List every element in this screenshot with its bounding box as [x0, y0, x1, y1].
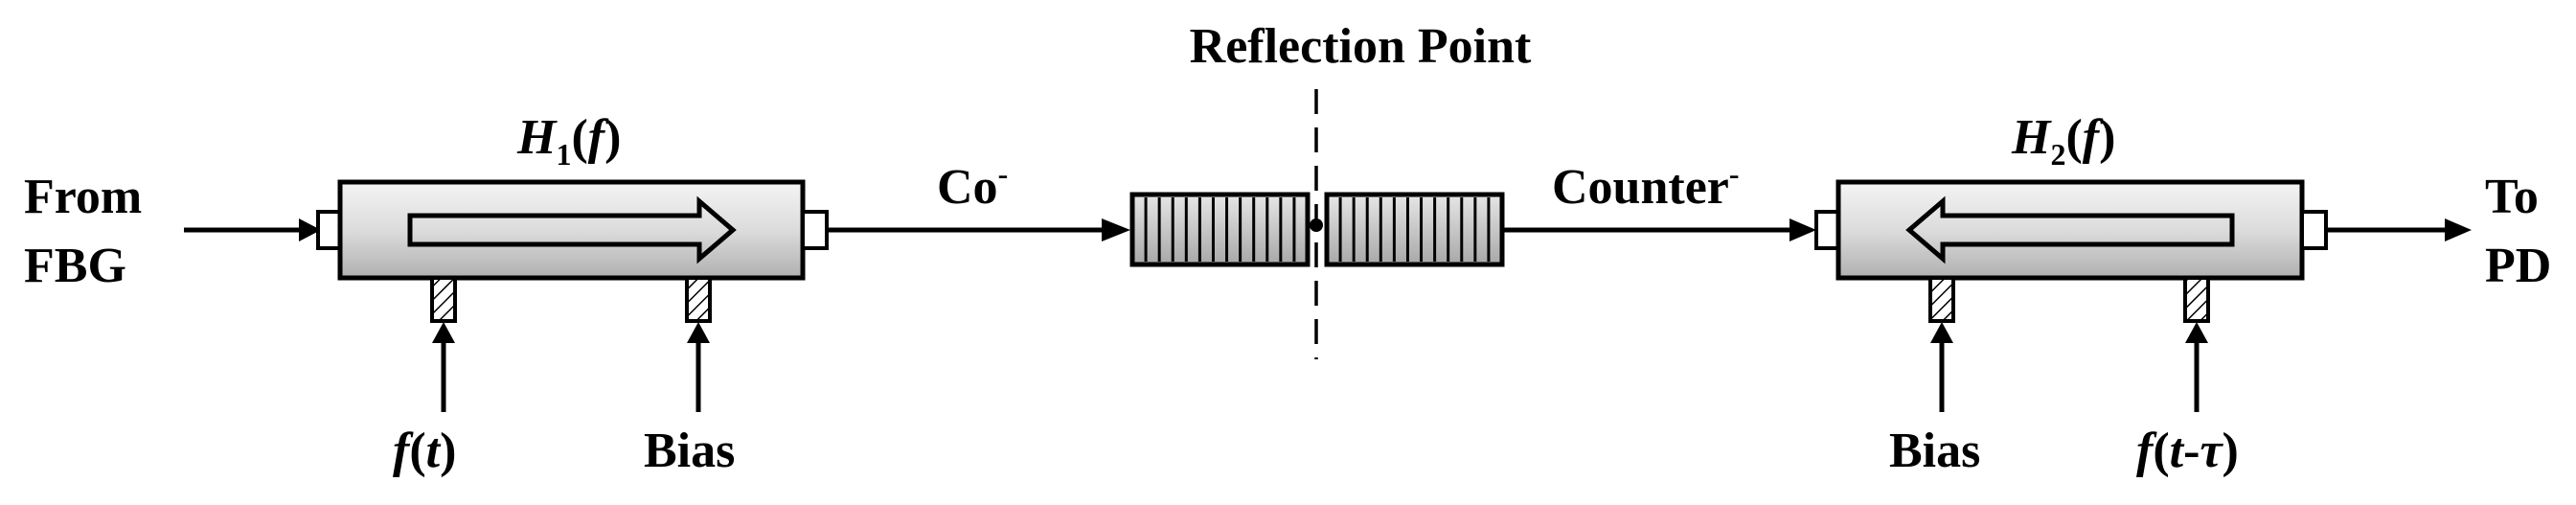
modulator-2 [1814, 179, 2328, 412]
modulator-2-body [1835, 179, 2305, 281]
mod2-bias-label: Bias [1889, 424, 1980, 478]
grating-left-lines [1144, 197, 1296, 262]
counter-label: Counter- [1552, 156, 1740, 215]
modulator-2-electrode-right [2183, 276, 2210, 323]
output-arrowhead [2445, 218, 2472, 241]
co-label: Co- [937, 156, 1008, 215]
input-arrowhead [299, 218, 321, 241]
mod2-drive-arrowhead-right [2185, 322, 2208, 343]
modulator-1-direction-arrow-icon [407, 195, 737, 264]
mod1-input-signal-label: f(t) [393, 424, 456, 478]
mod1-bias-label: Bias [644, 424, 735, 478]
counter-arrowhead [1790, 218, 1816, 241]
modulator-2-port-right [2300, 210, 2328, 250]
grating-right-body [1324, 192, 1505, 267]
co-arrowhead [1102, 218, 1130, 241]
modulator-1-electrode-right [685, 276, 712, 323]
grating-left [1129, 192, 1311, 267]
modulator-1-electrode-left [430, 276, 457, 323]
mod2-drive-arrowhead-left [1930, 322, 1953, 343]
modulator-1 [316, 179, 829, 412]
modulator-2-direction-arrow-icon [1905, 195, 2235, 264]
grating-left-body [1129, 192, 1311, 267]
reflection-point-label: Reflection Point [1190, 19, 1532, 74]
mod2-input-signal-label: f(t-τ) [2136, 424, 2239, 478]
modulator-2-electrode-left [1928, 276, 1955, 323]
mod1-drive-arrowhead-right [687, 322, 710, 343]
modulator-1-transfer-label: H1(f) [516, 110, 621, 172]
input-label-line2: FBG [24, 239, 126, 293]
modulator-1-port-right [801, 210, 829, 250]
input-label-line1: From [24, 170, 142, 224]
output-label-line2: PD [2485, 239, 2551, 293]
modulator-2-transfer-label: H2(f) [2011, 110, 2115, 172]
output-label-line1: To [2485, 170, 2539, 224]
grating-right-lines [1338, 197, 1491, 262]
mod1-drive-arrowhead-left [432, 322, 455, 343]
grating-right [1324, 192, 1505, 267]
